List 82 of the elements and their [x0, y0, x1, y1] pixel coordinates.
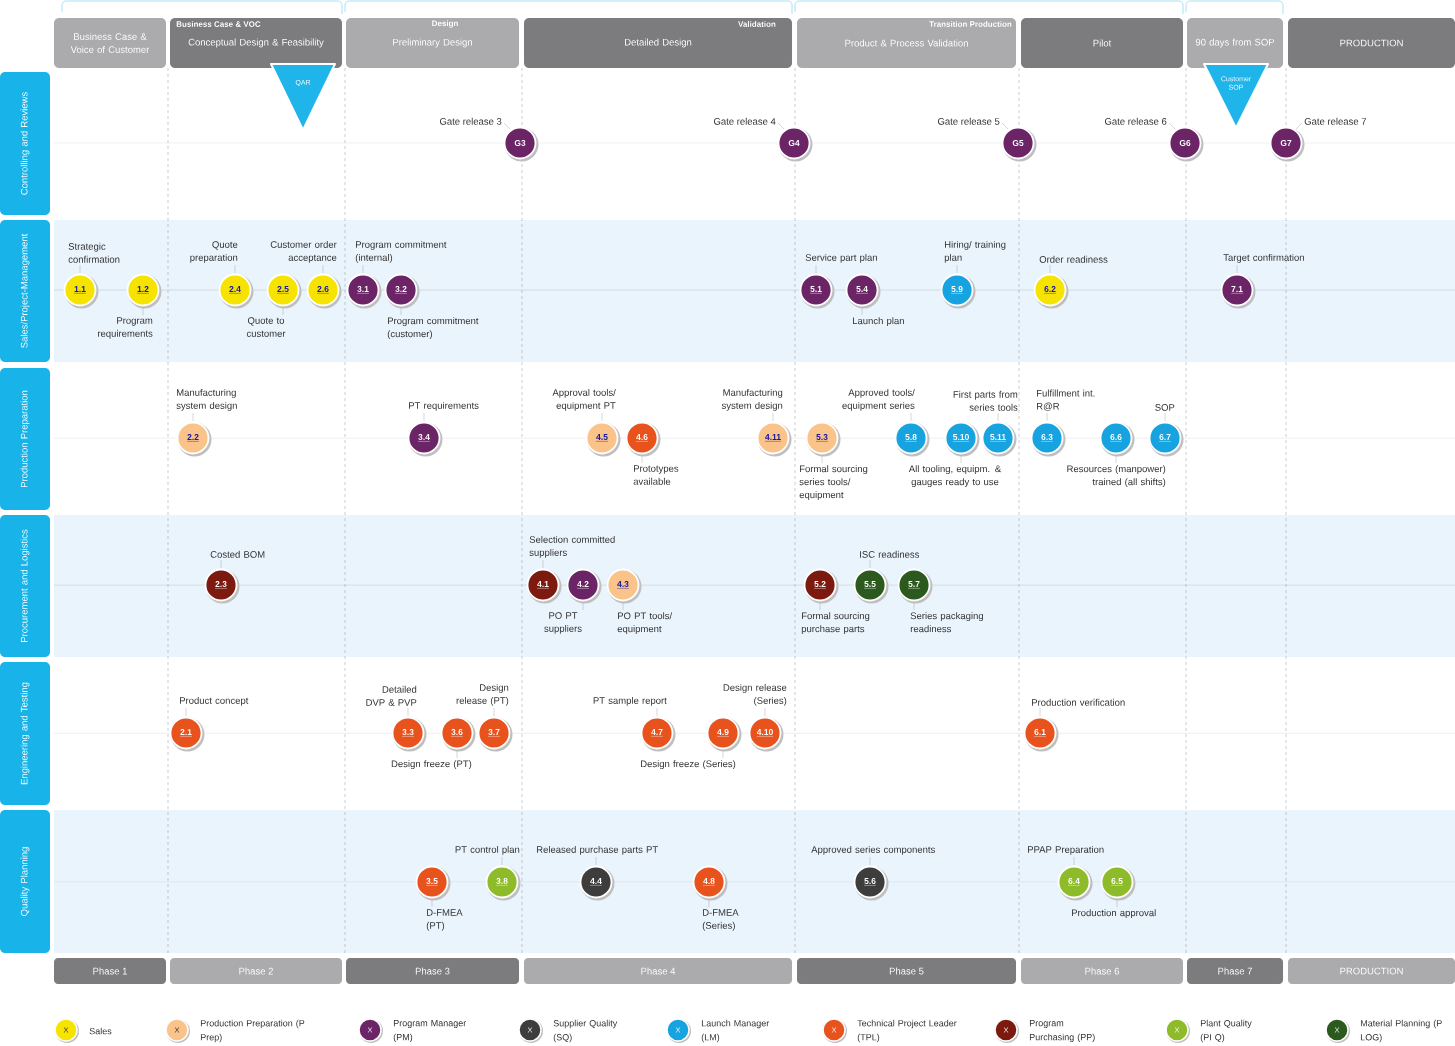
milestone-label: PO PT tools/ equipment: [617, 612, 673, 635]
milestone-label: Formal sourcing series tools/ equipment: [799, 465, 868, 501]
milestone-label: Design release (Series): [723, 683, 787, 706]
milestone-label: Design freeze (Series): [641, 760, 736, 770]
milestone-label: SOP: [1155, 404, 1175, 411]
lane-tab: Engineering and Testing: [0, 662, 50, 805]
phase-header: 90 days from SOP: [1187, 18, 1283, 68]
milestone-label: Production verification: [1032, 698, 1125, 706]
milestone-label: Selection committed suppliers: [529, 535, 615, 558]
milestone-label: All tooling, equipm. & gauges ready to use: [908, 465, 1002, 488]
phase-footer: Phase 2: [170, 958, 342, 984]
legend-text: Program Manager (PM): [393, 1020, 467, 1043]
phase-footer: Phase 5: [797, 958, 1016, 984]
milestone-label: Approved series components: [811, 845, 935, 855]
milestone-label: D-FMEA (Series): [702, 909, 739, 931]
phase-footer: PRODUCTION: [1288, 958, 1455, 984]
legend-text: Production Preparation (P Prep): [200, 1019, 305, 1043]
gate-label: Gate release 5: [937, 117, 1000, 125]
phase-footer: Phase 6: [1021, 958, 1183, 984]
milestone-label: PT requirements: [409, 401, 479, 411]
phase-header: PRODUCTION: [1288, 18, 1455, 68]
milestone-label: PO PT suppliers: [544, 612, 582, 634]
lane-tab: Controlling and Reviews: [0, 72, 50, 215]
milestone-label: Strategic confirmation: [68, 242, 120, 263]
milestone-label: Series packaging readiness: [910, 612, 983, 633]
milestone-label: Program requirements: [98, 317, 153, 339]
phase-header: Pilot: [1021, 18, 1183, 68]
legend-text: Material Planning (P LOG): [1360, 1019, 1442, 1043]
milestone-label: Quote to customer: [246, 317, 286, 337]
stage-heading: Validation: [738, 21, 776, 27]
milestone-label: Prototypes available: [633, 465, 679, 485]
phase-footer: Phase 7: [1187, 958, 1283, 984]
stage-heading: Business Case & VOC: [176, 21, 261, 27]
milestone-label: Target confirmation: [1223, 253, 1304, 263]
legend-text: Sales: [89, 1027, 112, 1035]
milestone-label: Quote preparation: [190, 241, 238, 263]
lane-tab: Production Preparation: [0, 368, 50, 510]
phase-footer: Phase 3: [346, 958, 519, 984]
milestone-label: Costed BOM: [210, 550, 265, 558]
phase-header: Business Case & Voice of Customer: [54, 18, 166, 68]
milestone-label: Product concept: [180, 696, 249, 706]
milestone-label: Production approval: [1072, 909, 1156, 919]
milestone-label: Design release (PT): [456, 683, 509, 706]
milestone-label: Launch plan: [853, 317, 904, 327]
milestone-label: PT control plan: [455, 845, 520, 855]
lane-tab: Quality Planning: [0, 810, 50, 953]
milestone-label: Manufacturing system design: [721, 388, 783, 411]
milestone-label: ISC readiness: [860, 550, 920, 558]
milestone-label: Approved tools/ equipment series: [842, 388, 915, 411]
milestone-label: Approval tools/ equipment PT: [552, 388, 616, 411]
lane-tab: Procurement and Logistics: [0, 515, 50, 657]
gate-label: Gate release 3: [439, 117, 502, 125]
milestone-label: Program commitment (internal): [355, 240, 447, 263]
milestone-label: Hiring/ training plan: [944, 240, 1006, 263]
lane-tab: Sales/Project-Management: [0, 220, 50, 362]
milestone-label: Resources (manpower) trained (all shifts): [1067, 465, 1166, 488]
milestone-label: Customer order acceptance: [270, 240, 337, 263]
milestone-label: D-FMEA (PT): [426, 909, 463, 931]
gate-label: Gate release 7: [1304, 117, 1367, 125]
milestone-label: Program commitment (customer): [387, 317, 479, 340]
milestone-label: Service part plan: [805, 253, 877, 263]
milestone-label: Manufacturing system design: [176, 388, 237, 411]
milestone-label: PPAP Preparation: [1028, 845, 1104, 855]
milestone-label: Detailed DVP & PVP: [366, 685, 417, 706]
milestone-label: PT sample report: [593, 696, 667, 706]
phase-footer: Phase 4: [524, 958, 792, 984]
legend-text: Technical Project Leader (TPL): [857, 1019, 957, 1043]
milestone-label: Released purchase parts PT: [537, 845, 658, 855]
milestone-label: Design freeze (PT): [391, 760, 472, 770]
gate-label: Gate release 6: [1104, 117, 1167, 125]
milestone-label: Fulfillment int. R@R: [1037, 389, 1095, 411]
milestone-label: Formal sourcing purchase parts: [801, 612, 870, 635]
gate-label: Gate release 4: [713, 117, 776, 125]
legend-text: Program Purchasing (PP): [1029, 1020, 1095, 1043]
legend-text: Supplier Quality (SQ): [553, 1019, 618, 1043]
stage-heading: Transition Production: [929, 21, 1012, 27]
legend-text: Launch Manager (LM): [701, 1019, 770, 1043]
stage-heading: Design: [432, 20, 458, 28]
legend-text: Plant Quality (PI Q): [1200, 1019, 1252, 1043]
phase-footer: Phase 1: [54, 958, 166, 984]
milestone-label: Order readiness: [1039, 255, 1108, 263]
milestone-label: First parts from series tools: [953, 390, 1018, 411]
